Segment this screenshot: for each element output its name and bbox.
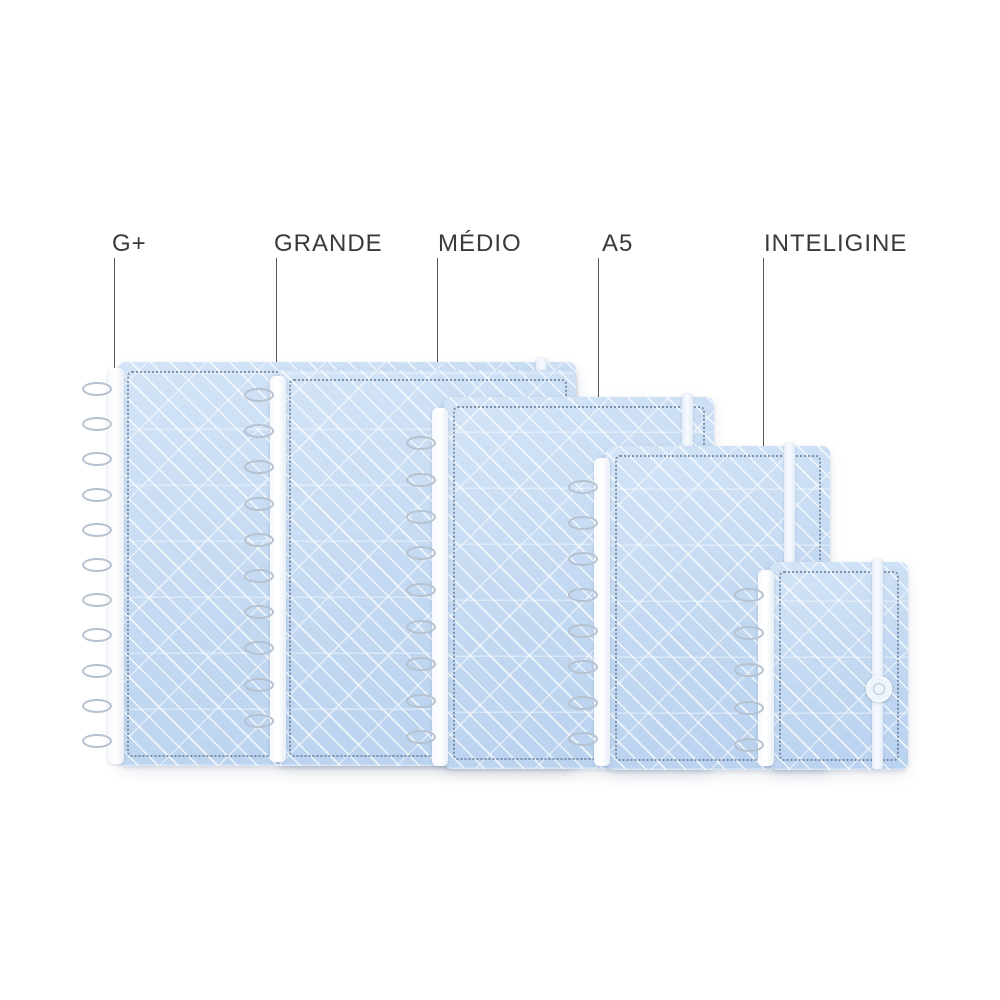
leader-line-g-plus (114, 258, 115, 370)
binder-ring-icon (406, 620, 436, 634)
binder-ring-icon (82, 487, 112, 502)
binder-ring-icon (568, 732, 598, 746)
spine-a5 (594, 458, 610, 766)
binder-ring-icon (82, 663, 112, 678)
notebook-a5 (606, 446, 830, 770)
binder-ring-icon (734, 700, 764, 715)
leader-line-medio (437, 258, 438, 410)
binder-ring-icon (82, 382, 112, 396)
binder-ring-icon (82, 734, 112, 748)
notebook-inteligine (770, 562, 908, 770)
binder-ring-icon (244, 532, 274, 547)
binder-ring-icon (734, 625, 764, 640)
binder-ring-icon (406, 730, 436, 745)
binder-ring-icon (82, 698, 112, 713)
binder-ring-icon (244, 424, 274, 439)
binder-ring-icon (568, 588, 598, 602)
binder-ring-icon (568, 696, 598, 710)
spine-medio (432, 408, 448, 766)
binder-ring-icon (82, 593, 112, 608)
binder-ring-icon (406, 583, 436, 598)
binder-ring-icon (406, 546, 436, 561)
geometric-pattern (770, 562, 908, 770)
label-g-plus: G+ (112, 230, 147, 257)
binder-ring-icon (568, 660, 598, 674)
binder-ring-icon (244, 496, 274, 511)
binder-ring-icon (734, 663, 764, 677)
binder-ring-icon (406, 656, 436, 671)
strap-inteligine (872, 559, 883, 769)
binder-ring-icon (244, 605, 274, 620)
binder-ring-icon (568, 624, 598, 638)
binder-ring-icon (244, 641, 274, 656)
label-a5: A5 (602, 230, 634, 257)
binder-ring-icon (734, 738, 764, 752)
binder-ring-icon (244, 713, 274, 728)
binder-ring-icon (244, 569, 274, 583)
binder-ring-icon (734, 588, 764, 602)
binder-ring-icon (82, 417, 112, 432)
spine-g-plus (108, 368, 124, 764)
binder-ring-icon (82, 558, 112, 572)
binder-ring-icon (568, 480, 598, 494)
leader-line-inteligine (763, 258, 764, 573)
binder-ring-icon (406, 509, 436, 524)
spine-inteligine (758, 570, 774, 766)
spine-grande (270, 376, 286, 762)
binder-ring-icon (244, 677, 274, 692)
binder-ring-icon (406, 693, 436, 708)
binder-ring-icon (406, 472, 436, 487)
leader-line-a5 (598, 258, 599, 463)
label-grande: GRANDE (274, 230, 383, 257)
leader-line-grande (276, 258, 277, 378)
binder-ring-icon (568, 516, 598, 530)
binder-ring-icon (82, 522, 112, 537)
binder-ring-icon (244, 460, 274, 475)
binder-ring-icon (82, 628, 112, 643)
binder-ring-icon (244, 388, 274, 402)
logo-badge-icon (866, 676, 892, 702)
binder-ring-icon (406, 436, 436, 450)
label-medio: MÉDIO (438, 230, 522, 257)
binder-ring-icon (568, 552, 598, 566)
label-inteligine: INTELIGINE (764, 230, 908, 257)
binder-ring-icon (82, 452, 112, 467)
